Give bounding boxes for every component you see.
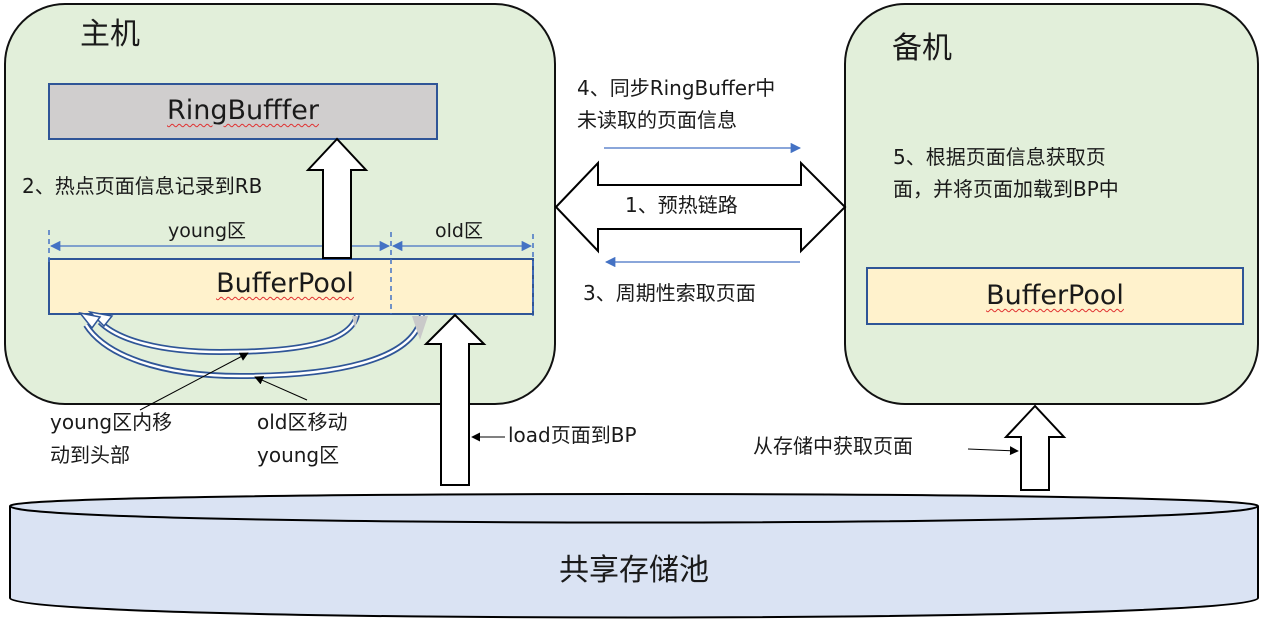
standby-bufferpool-box — [866, 267, 1244, 325]
old-to-young-arrowhead — [78, 311, 102, 330]
primary-bufferpool-box — [48, 258, 534, 315]
shared-storage-cylinder — [9, 493, 1259, 619]
ringbuffer-label: RingBufffer — [167, 95, 319, 126]
step5-label-line1: 5、根据页面信息获取页 — [893, 145, 1106, 169]
fetch-from-storage-label: 从存储中获取页面 — [753, 434, 913, 458]
record-to-rb-arrow — [305, 137, 369, 259]
ringbuffer-box — [48, 83, 438, 140]
primary-host-title: 主机 — [80, 17, 140, 52]
step5-label-line2: 面，并将页面加载到BP中 — [893, 177, 1119, 201]
standby-bufferpool-label: BufferPool — [986, 280, 1124, 311]
young-curve-shadow — [352, 316, 358, 328]
old-curve-shadow — [412, 316, 428, 340]
young-internal-move-arrow-inner — [99, 314, 359, 354]
load-to-bp-arrow — [423, 313, 487, 486]
standby-host-title: 备机 — [892, 31, 952, 66]
old-to-young-move-arrow-inner — [84, 314, 424, 378]
step4-label-line2: 未读取的页面信息 — [577, 108, 737, 132]
primary-bufferpool-label: BufferPool — [216, 268, 354, 299]
fetch-callout-line — [967, 446, 1019, 456]
old-move-label-line2: young区 — [257, 443, 340, 467]
step4-label-line1: 4、同步RingBuffer中 — [577, 76, 776, 100]
old-zone-label: old区 — [435, 220, 483, 242]
young-move-label-line1: young区内移 — [50, 410, 173, 434]
young-move-callout-line — [139, 352, 249, 411]
warmup-link-arrow — [554, 160, 847, 254]
old-move-label-line1: old区移动 — [257, 410, 348, 434]
young-zone-label: young区 — [168, 220, 247, 242]
shared-storage-top-rim — [9, 505, 1259, 524]
fetch-from-storage-arrow — [1003, 404, 1067, 491]
step1-label: 1、预热链路 — [625, 193, 738, 217]
step3-label: 3、周期性索取页面 — [583, 281, 756, 305]
step2-label: 2、热点页面信息记录到RB — [22, 174, 263, 198]
load-to-bp-label: load页面到BP — [508, 423, 637, 447]
shared-storage-label: 共享存储池 — [559, 553, 709, 588]
young-move-label-line2: 动到头部 — [50, 443, 130, 467]
old-move-callout-line — [254, 376, 308, 401]
